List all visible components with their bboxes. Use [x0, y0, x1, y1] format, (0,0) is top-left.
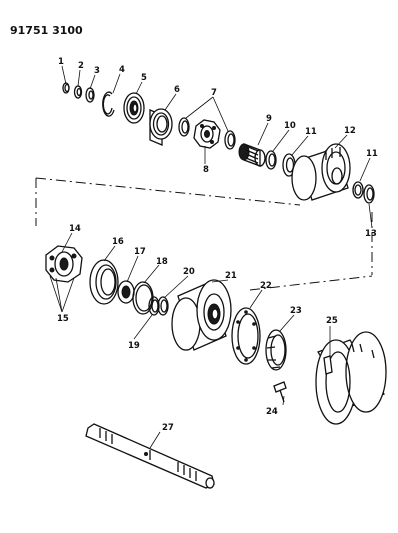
callout-7: 7 — [211, 88, 217, 98]
callout-18: 18 — [156, 257, 168, 267]
diagram-code: 91751 3100 — [10, 24, 83, 37]
callout-12: 12 — [344, 126, 356, 136]
part-4-snap-ring — [102, 91, 115, 117]
part-6-bearing-cup — [149, 108, 173, 146]
callout-4: 4 — [119, 65, 125, 75]
part-11-washer-lower — [352, 181, 364, 199]
part-23-overrunning-clutch — [265, 329, 287, 371]
callout-labels: 1 2 3 4 5 6 7 8 9 10 11 12 11 13 14 15 1… — [57, 57, 378, 433]
callout-8: 8 — [203, 165, 209, 175]
callout-15: 15 — [57, 314, 69, 324]
callout-24: 24 — [266, 407, 278, 417]
callout-3: 3 — [94, 66, 100, 76]
part-24-bolt — [273, 381, 287, 403]
part-7-thrust-washers — [178, 117, 236, 150]
part-20-washer — [157, 296, 169, 316]
callout-5: 5 — [141, 73, 147, 83]
callout-20: 20 — [183, 267, 195, 277]
callout-21: 21 — [225, 271, 237, 281]
callout-leaders — [49, 65, 373, 449]
part-1-ring — [62, 82, 70, 94]
callout-22: 22 — [260, 281, 272, 291]
part-27-output-shaft — [85, 423, 215, 489]
callout-10: 10 — [284, 121, 296, 131]
callout-2: 2 — [78, 61, 84, 71]
part-3-washer — [85, 87, 95, 103]
callout-6: 6 — [174, 85, 180, 95]
part-8-carrier — [193, 119, 221, 149]
callout-16: 16 — [112, 237, 124, 247]
part-17-hub — [117, 280, 135, 304]
callout-23: 23 — [290, 306, 302, 316]
part-12-clutch-drum — [291, 143, 351, 201]
part-22-reaction-ring — [231, 307, 261, 365]
callout-14: 14 — [69, 224, 81, 234]
assembly-dash-line — [35, 177, 373, 291]
part-13-snap-ring — [363, 184, 375, 204]
part-25-case-housing — [315, 331, 387, 425]
callout-17: 17 — [134, 247, 146, 257]
part-10-washer — [265, 150, 277, 170]
callout-9: 9 — [266, 114, 272, 124]
callout-25: 25 — [326, 316, 338, 326]
part-2-washer — [73, 85, 83, 99]
callout-19: 19 — [128, 341, 140, 351]
part-5-bearing — [123, 92, 145, 124]
part-9-sun-gear — [238, 143, 266, 167]
part-21-clutch-retainer — [171, 279, 232, 351]
callout-1: 1 — [58, 57, 64, 67]
part-18-snap-ring — [132, 281, 154, 315]
part-16-ring-gear — [89, 259, 119, 305]
callout-11-upper: 11 — [305, 127, 317, 137]
callout-13: 13 — [365, 229, 377, 239]
callout-11-lower: 11 — [366, 149, 378, 159]
part-14-planetary-carrier — [45, 245, 83, 283]
callout-27: 27 — [162, 423, 174, 433]
